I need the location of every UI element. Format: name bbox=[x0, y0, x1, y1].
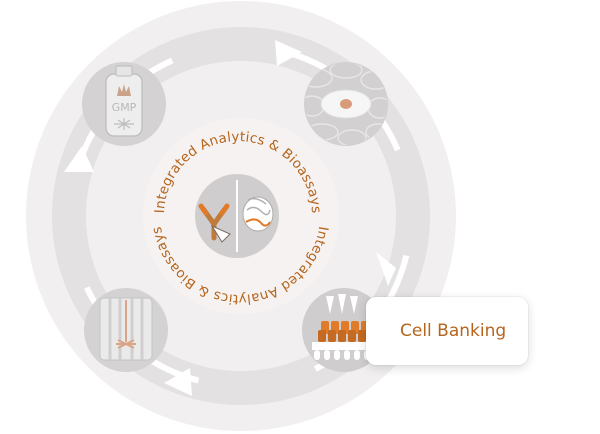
cycle-arrows bbox=[64, 40, 396, 396]
crown-icon bbox=[117, 84, 131, 96]
cycle-ring bbox=[52, 27, 430, 405]
arrow-top-icon bbox=[275, 40, 302, 66]
antibody-virus-icon bbox=[195, 174, 279, 258]
arrow-bottom-icon bbox=[164, 368, 192, 396]
stage-gmp-node[interactable]: GMP bbox=[82, 62, 166, 146]
cell-banking-label: Cell Banking bbox=[400, 321, 507, 341]
arrow-left-icon bbox=[64, 146, 94, 172]
stage-cell-banking-node[interactable] bbox=[302, 288, 386, 372]
stage-cell-node[interactable] bbox=[300, 62, 392, 146]
arrow-right-icon bbox=[376, 252, 396, 286]
cell-banking-callout[interactable]: Cell Banking bbox=[366, 297, 528, 365]
cell-banking-vials-icon bbox=[312, 294, 376, 360]
gmp-label: GMP bbox=[112, 101, 137, 114]
stage-bioreactor-node[interactable] bbox=[84, 288, 168, 372]
bioreactor-tank-icon bbox=[99, 297, 153, 361]
